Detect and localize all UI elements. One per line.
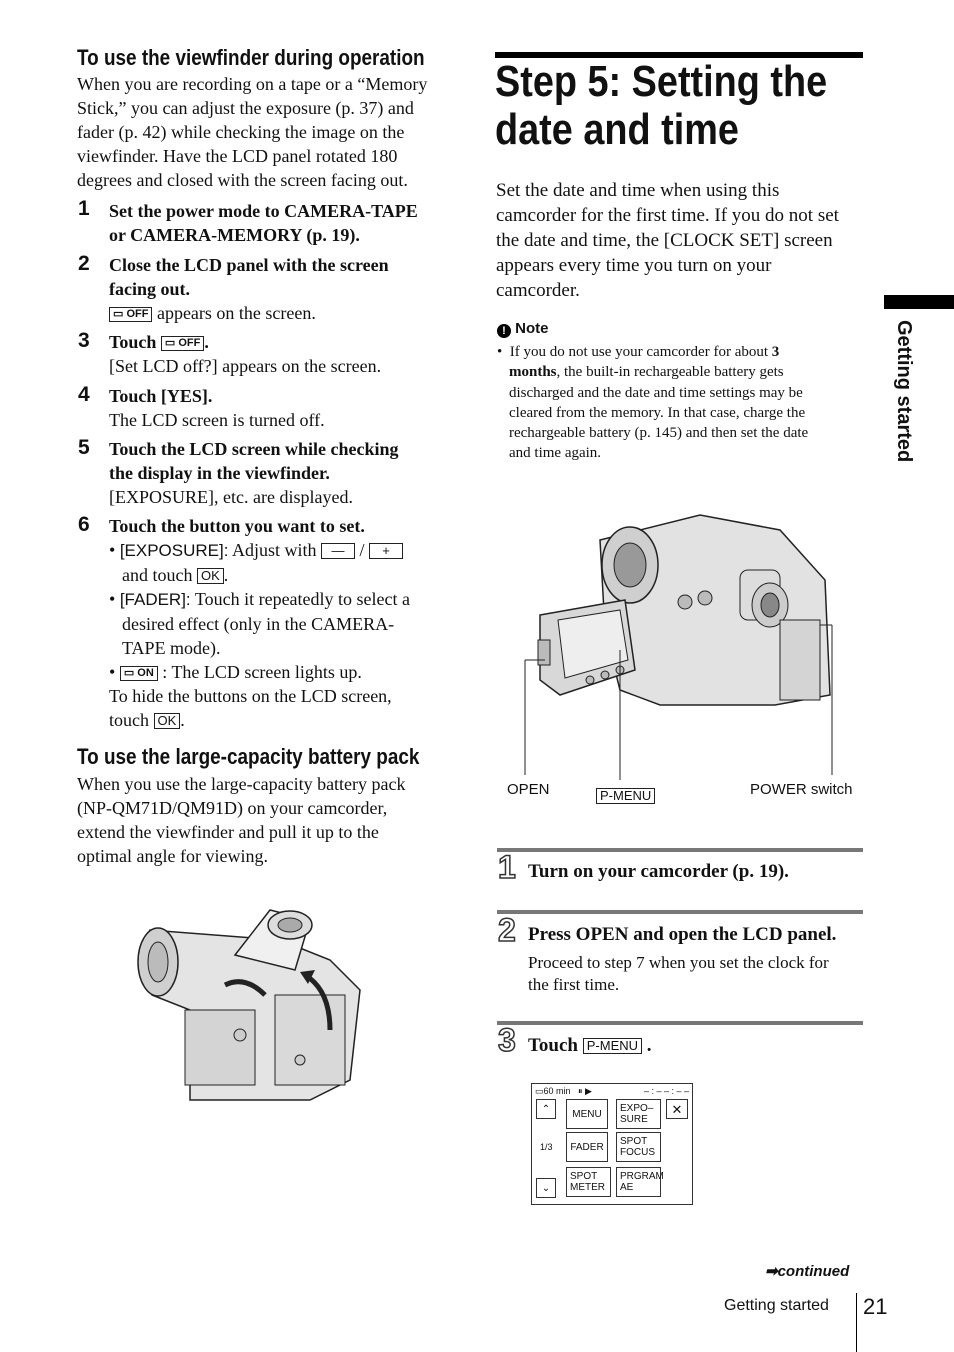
minus-button-icon: — <box>320 543 355 559</box>
footer-section: Getting started <box>724 1297 829 1314</box>
battery-indicator: ▭60 min ⏸ ▶ <box>535 1086 592 1096</box>
scroll-down-button[interactable]: ⌄ <box>536 1178 556 1198</box>
lcd-menu-screen: ▭60 min ⏸ ▶ – : – – : – – ⌃ 1/3 ⌄ MENU E… <box>531 1083 693 1205</box>
lcd-on-icon: ▭ ON <box>119 666 158 681</box>
intro-text: Set the date and time when using this ca… <box>496 180 839 301</box>
camcorder-lcd-open-illustration <box>524 514 833 780</box>
step-1-title: Turn on your camcorder (p. 19). <box>528 861 789 882</box>
step-3-title: Touch P-MENU . <box>528 1035 652 1056</box>
step-number: 4 <box>78 383 90 406</box>
battery-heading: To use the large-capacity battery pack <box>77 744 420 769</box>
menu-button[interactable]: MENU <box>566 1099 608 1129</box>
step-number: 2 <box>78 252 90 275</box>
page-indicator: 1/3 <box>540 1142 553 1152</box>
ok-button-icon: OK <box>196 568 224 584</box>
step-number: 3 <box>497 1021 516 1059</box>
step-1-text: Set the power mode to CAMERA-TAPE or CAM… <box>109 201 418 245</box>
step-rule <box>497 910 863 914</box>
page-title: Step 5: Setting the date and time <box>495 57 828 154</box>
fader-button[interactable]: FADER <box>566 1132 608 1162</box>
step-number: 5 <box>78 436 90 459</box>
step-number: 1 <box>78 197 90 220</box>
arrow-right-icon: ➡ <box>765 1263 778 1280</box>
footer-divider <box>856 1293 857 1352</box>
plus-button-icon: + <box>369 543 403 559</box>
time-indicator: – : – – : – – <box>643 1086 689 1096</box>
viewfinder-heading: To use the viewfinder during operation <box>77 45 425 70</box>
continued-note: ➡continued <box>765 1263 850 1280</box>
step-2-title: Press OPEN and open the LCD panel. <box>528 924 837 945</box>
title-bar <box>495 52 863 58</box>
step-number: 6 <box>78 513 90 536</box>
lcd-off-icon: ▭ OFF <box>160 336 205 351</box>
camcorder-viewfinder-illustration <box>137 909 361 1101</box>
section-tab-label: Getting started <box>893 320 915 463</box>
ok-button-icon: OK <box>153 713 181 729</box>
close-icon[interactable]: ✕ <box>666 1099 688 1119</box>
step-rule <box>497 848 863 852</box>
step-5-text: Touch the LCD screen while checking the … <box>109 439 399 507</box>
step-number: 3 <box>78 329 90 352</box>
step-4-text: Touch [YES]. The LCD screen is turned of… <box>109 386 325 430</box>
page-number: 21 <box>863 1294 888 1319</box>
step-2-text: Close the LCD panel with the screen faci… <box>109 255 389 323</box>
scroll-up-button[interactable]: ⌃ <box>536 1099 556 1119</box>
step-2-detail: Proceed to step 7 when you set the clock… <box>528 953 829 994</box>
step-rule <box>497 1021 863 1025</box>
viewfinder-intro: When you are recording on a tape or a “M… <box>77 74 428 190</box>
step-3-text: Touch ▭ OFF. [Set LCD off?] appears on t… <box>109 332 382 376</box>
note-text: • If you do not use your camcorder for a… <box>497 344 809 462</box>
battery-text: When you use the large-capacity battery … <box>77 774 406 866</box>
note-heading: ! Note <box>497 320 549 338</box>
callout-open: OPEN <box>507 781 550 798</box>
lcd-off-icon: ▭ OFF <box>109 307 153 322</box>
step-6-text: Touch the button you want to set. • [EXP… <box>109 516 411 730</box>
exposure-button[interactable]: EXPO–SURE <box>616 1099 661 1129</box>
note-icon: ! <box>497 324 511 338</box>
callout-pmenu: P-MENU <box>596 788 656 806</box>
step-number: 2 <box>497 911 516 949</box>
step-number: 1 <box>497 848 516 886</box>
callout-power-switch: POWER switch <box>750 781 853 798</box>
section-tab-bar <box>884 295 954 309</box>
